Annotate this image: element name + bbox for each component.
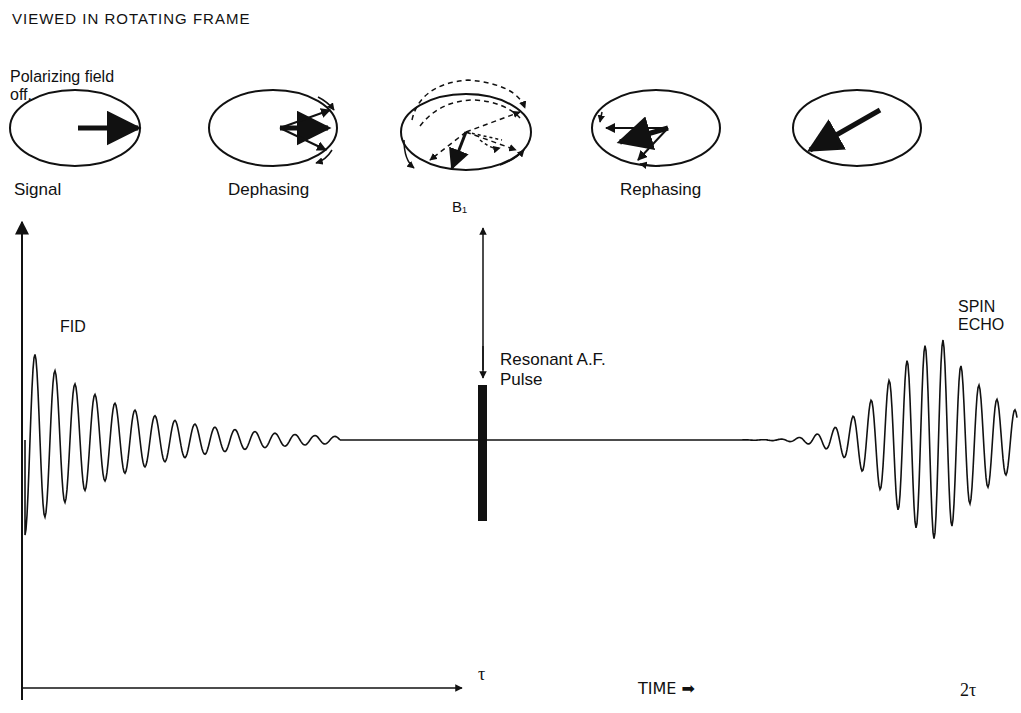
echo-vector (810, 110, 880, 150)
axis-label: TIME ➡ (638, 680, 695, 698)
signal-label: FID (60, 318, 86, 336)
rotating-frame-plane (401, 94, 531, 170)
signal-label: SPIN ECHO (958, 298, 1014, 335)
axis-label: Signal (14, 180, 61, 200)
echo-waveform (740, 340, 1017, 539)
state-caption: Rephasing (620, 180, 701, 200)
rotating-frame-plane (209, 90, 337, 166)
signal-axis (21, 222, 23, 700)
time-mark: τ (478, 664, 485, 685)
pulse-label: Resonant A.F. Pulse (500, 350, 620, 389)
state-caption: Polarizing field off. (10, 68, 140, 105)
flip-vectors (404, 80, 525, 168)
rotating-frame-plane (592, 90, 720, 166)
tau-interval-arrow (22, 687, 462, 689)
state-caption: Dephasing (228, 180, 309, 200)
rotating-frame-plane (793, 90, 921, 166)
pulse-pointer (482, 346, 484, 378)
rf-pulse (478, 385, 487, 521)
dephasing-vectors (280, 97, 334, 163)
magnetization-vector (78, 126, 138, 131)
baseline (340, 439, 740, 440)
rephasing-vectors (600, 112, 668, 166)
time-mark: 2τ (960, 680, 976, 701)
figure-title: VIEWED IN ROTATING FRAME (12, 10, 250, 27)
field-label: B₁ (452, 198, 467, 215)
fid-waveform (25, 355, 340, 536)
